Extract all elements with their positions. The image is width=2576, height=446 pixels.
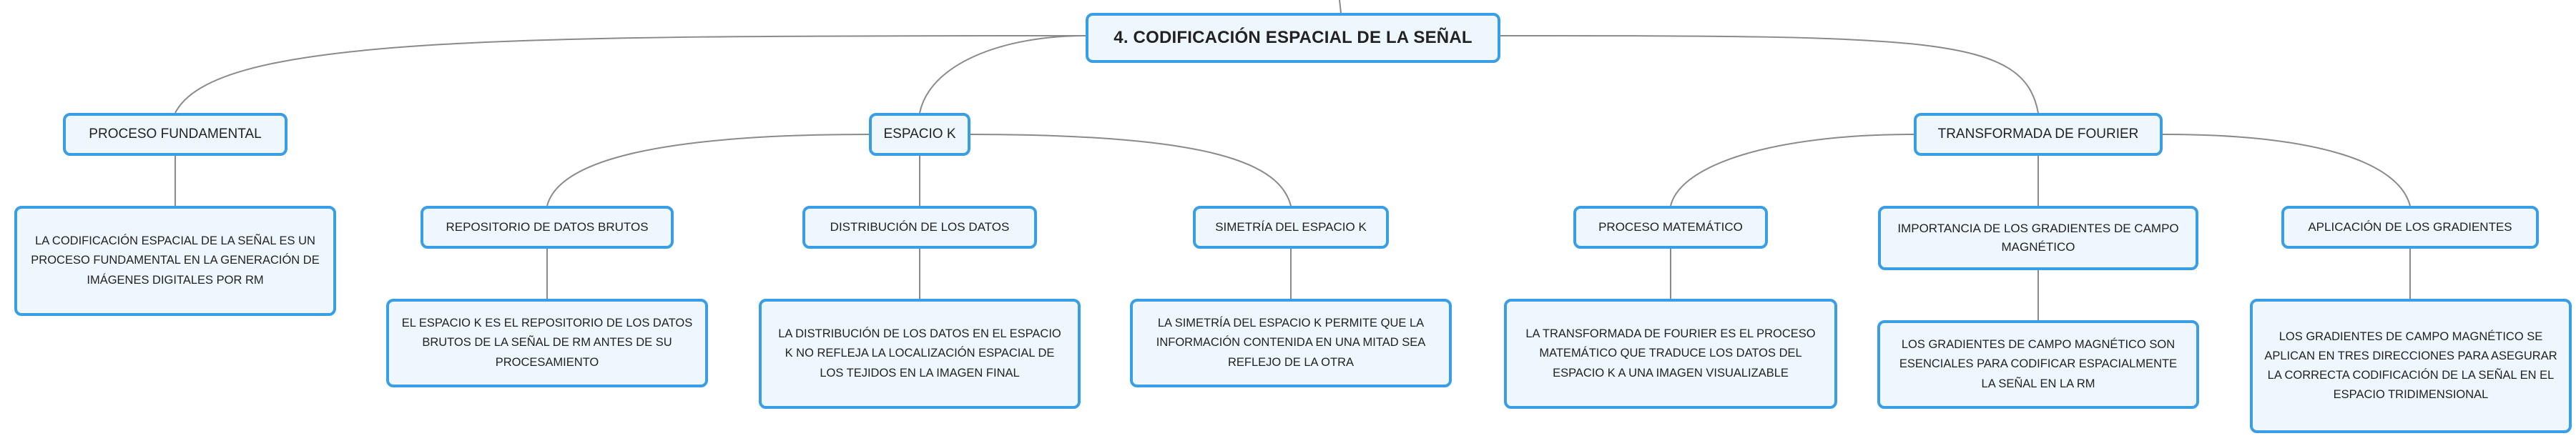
detail-repositorio-datos-brutos[interactable]: EL ESPACIO K ES EL REPOSITORIO DE LOS DA…: [386, 299, 708, 387]
branch-transformada-fourier[interactable]: TRANSFORMADA DE FOURIER: [1914, 113, 2163, 156]
subtopic-simetria-espacio-k[interactable]: SIMETRÍA DEL ESPACIO K: [1193, 206, 1389, 249]
detail-importancia-gradientes[interactable]: LOS GRADIENTES DE CAMPO MAGNÉTICO SON ES…: [1877, 320, 2199, 409]
branch-proceso-fundamental[interactable]: PROCESO FUNDAMENTAL: [63, 113, 287, 156]
connector-root-transformada: [1500, 35, 2039, 114]
subtopic-aplicacion-gradientes[interactable]: APLICACIÓN DE LOS GRADIENTES: [2281, 206, 2539, 249]
connector-transformada-aplicacion: [2162, 134, 2411, 207]
connector-espacio-k-repositorio: [546, 134, 870, 207]
subtopic-importancia-gradientes[interactable]: IMPORTANCIA DE LOS GRADIENTES DE CAMPO M…: [1878, 206, 2198, 270]
branch-espacio-k[interactable]: ESPACIO K: [869, 113, 970, 156]
connector-root-proceso-fundamental: [174, 35, 1086, 114]
connector-espacio-k-simetria: [970, 134, 1292, 207]
subtopic-repositorio-datos-brutos[interactable]: REPOSITORIO DE DATOS BRUTOS: [421, 206, 674, 249]
subtopic-distribucion-datos[interactable]: DISTRIBUCIÓN DE LOS DATOS: [802, 206, 1037, 249]
detail-distribucion-datos[interactable]: LA DISTRIBUCIÓN DE LOS DATOS EN EL ESPAC…: [759, 299, 1081, 409]
detail-simetria-espacio-k[interactable]: LA SIMETRÍA DEL ESPACIO K PERMITE QUE LA…: [1130, 299, 1452, 387]
detail-proceso-matematico[interactable]: LA TRANSFORMADA DE FOURIER ES EL PROCESO…: [1504, 299, 1837, 409]
connector-transformada-proceso: [1670, 134, 1914, 207]
connector-parent-root: [1339, 0, 1342, 14]
detail-proceso-fundamental[interactable]: LA CODIFICACIÓN ESPACIAL DE LA SEÑAL ES …: [14, 206, 336, 316]
subtopic-proceso-matematico[interactable]: PROCESO MATEMÁTICO: [1573, 206, 1768, 249]
connector-root-espacio-k: [919, 35, 1086, 114]
root-node[interactable]: 4. CODIFICACIÓN ESPACIAL DE LA SEÑAL: [1086, 13, 1500, 63]
detail-aplicacion-gradientes[interactable]: LOS GRADIENTES DE CAMPO MAGNÉTICO SE APL…: [2250, 299, 2572, 433]
